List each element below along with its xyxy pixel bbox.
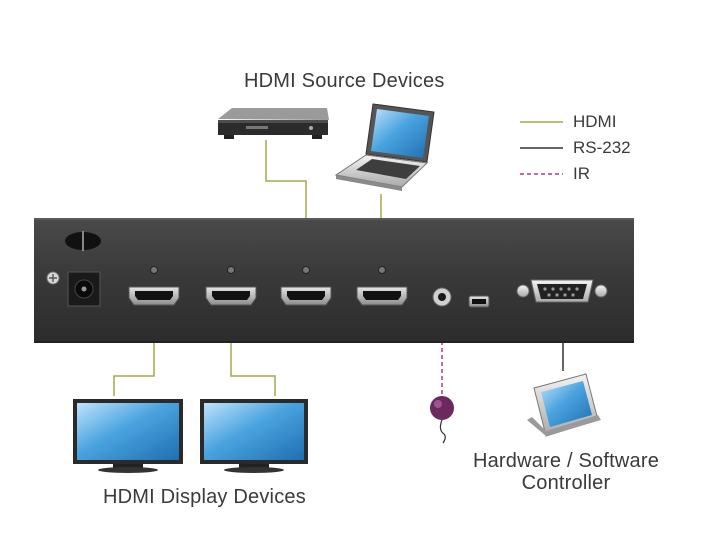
rs232-db9-port <box>516 279 608 303</box>
monitor-icon-2 <box>200 399 308 473</box>
led-2 <box>227 266 235 274</box>
mini-usb-port <box>468 295 490 308</box>
source-devices-title: HDMI Source Devices <box>244 70 445 92</box>
mount-knob-icon <box>65 231 101 251</box>
hdmi-port-2 <box>205 286 257 306</box>
led-1 <box>150 266 158 274</box>
legend-label-rs232: RS-232 <box>573 138 631 157</box>
legend-label-hdmi: HDMI <box>573 112 617 131</box>
led-3 <box>302 266 310 274</box>
ground-screw-icon <box>46 271 60 285</box>
blu-ray-player-icon <box>218 108 329 139</box>
hdmi-port-4 <box>356 286 408 306</box>
hdmi-port-3 <box>280 286 332 306</box>
ir-receiver-icon <box>430 396 454 444</box>
hdmi-link-display-2 <box>230 314 276 396</box>
controller-label-line1: Hardware / Software <box>472 450 660 472</box>
led-4 <box>378 266 386 274</box>
hdmi-switch-unit <box>34 218 634 343</box>
legend-label-ir: IR <box>573 164 590 183</box>
power-jack-port <box>67 271 101 307</box>
port-leds <box>150 266 386 274</box>
touch-panel-icon <box>527 373 601 437</box>
display-devices-title: HDMI Display Devices <box>103 486 306 508</box>
hdmi-display-links <box>113 314 276 396</box>
laptop-icon <box>334 103 435 191</box>
ir-jack-port <box>432 287 452 307</box>
legend <box>520 121 563 175</box>
hdmi-port-1 <box>128 286 180 306</box>
monitor-icon-1 <box>73 399 183 473</box>
hdmi-link-display-1 <box>113 314 155 396</box>
controller-label-line2: Controller <box>521 472 611 494</box>
